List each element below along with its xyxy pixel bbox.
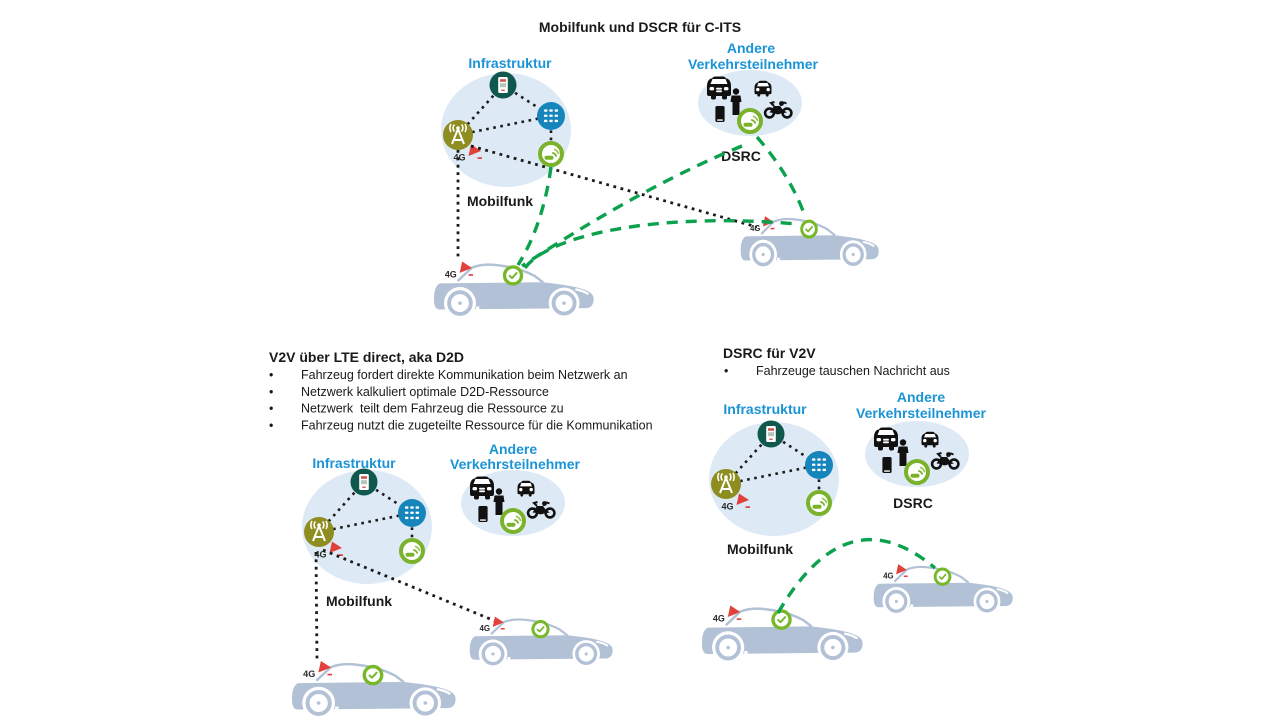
svg-text:DSRC: DSRC <box>721 148 761 164</box>
svg-text:Verkehrsteilnehmer: Verkehrsteilnehmer <box>688 56 819 72</box>
svg-text:Andere: Andere <box>897 389 945 405</box>
svg-text:Mobilfunk: Mobilfunk <box>467 193 533 209</box>
svg-text:Fahrzeuge tauschen Nachricht a: Fahrzeuge tauschen Nachricht aus <box>756 364 950 378</box>
svg-text:DSRC: DSRC <box>893 495 933 511</box>
svg-text:DSRC für V2V: DSRC für V2V <box>723 345 816 361</box>
svg-text:Fahrzeug fordert direkte Kommu: Fahrzeug fordert direkte Kommunikation b… <box>301 368 628 382</box>
svg-text:Infrastruktur: Infrastruktur <box>312 455 396 471</box>
svg-text:V2V über LTE direct, aka D2D: V2V über LTE direct, aka D2D <box>269 349 464 365</box>
svg-text:•: • <box>269 368 273 382</box>
svg-text:•: • <box>269 385 273 399</box>
svg-text:Mobilfunk und DSCR für C-ITS: Mobilfunk und DSCR für C-ITS <box>539 19 741 35</box>
svg-text:•: • <box>269 419 273 433</box>
svg-text:Netzwerk teilt dem Fahrzeug d: Netzwerk teilt dem Fahrzeug die Ressourc… <box>301 402 564 416</box>
svg-text:•: • <box>269 402 273 416</box>
svg-text:Verkehrsteilnehmer: Verkehrsteilnehmer <box>450 456 581 472</box>
svg-text:Mobilfunk: Mobilfunk <box>727 541 793 557</box>
svg-text:Netzwerk kalkuliert optimale D: Netzwerk kalkuliert optimale D2D-Ressour… <box>301 385 549 399</box>
svg-text:Andere: Andere <box>489 441 537 457</box>
svg-text:Andere: Andere <box>727 40 775 56</box>
svg-text:Mobilfunk: Mobilfunk <box>326 593 392 609</box>
svg-text:Infrastruktur: Infrastruktur <box>468 55 552 71</box>
svg-text:Fahrzeug nutzt die zugeteilte: Fahrzeug nutzt die zugeteilte Ressource … <box>301 419 653 433</box>
svg-text:•: • <box>724 364 728 378</box>
svg-text:Infrastruktur: Infrastruktur <box>723 401 807 417</box>
svg-text:Verkehrsteilnehmer: Verkehrsteilnehmer <box>856 405 987 421</box>
